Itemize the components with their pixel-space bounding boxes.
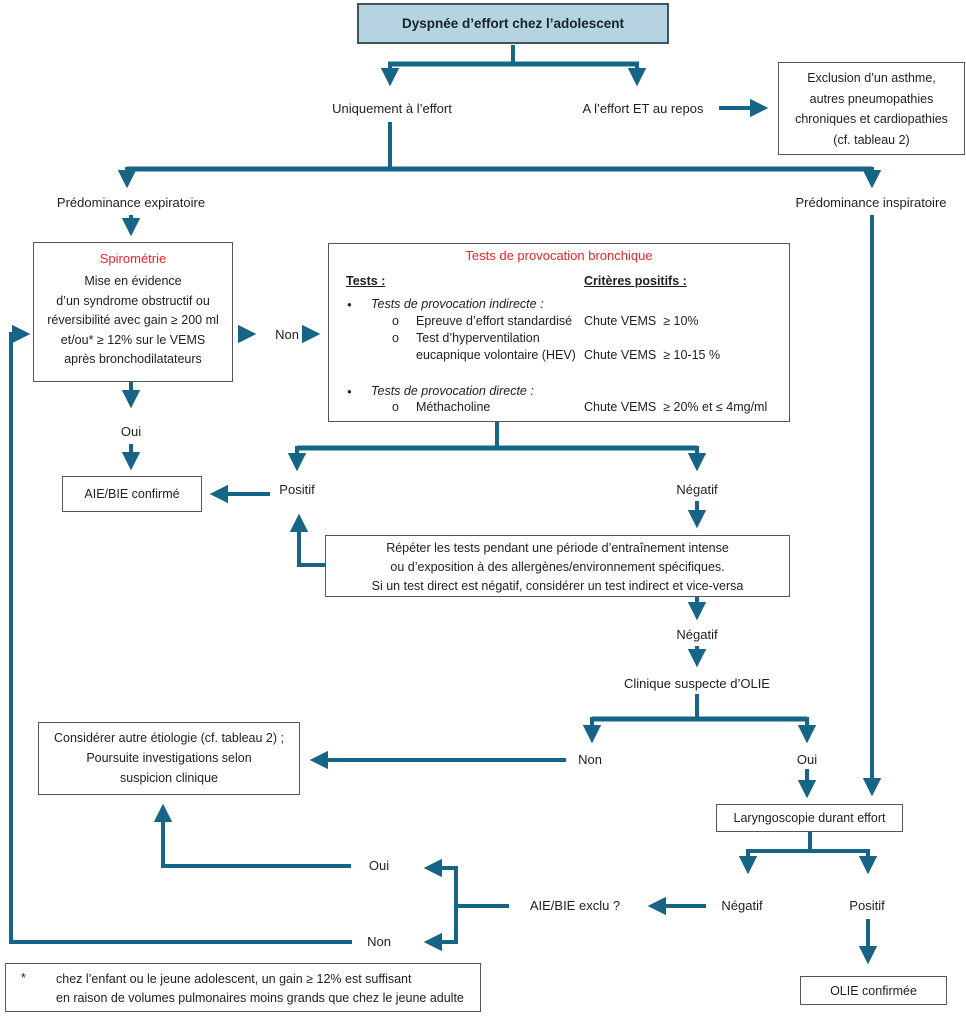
sub-bullet-icon: o [392,314,399,328]
label-non-clinique: Non [578,752,602,767]
text-line: autres pneumopathies [809,91,934,106]
text-line: chroniques et cardiopathies [795,112,948,126]
tests-provocation-box: Tests de provocation bronchique Tests : … [328,243,790,422]
tests-title: Tests de provocation bronchique [465,248,653,263]
label-positif-laryngo: Positif [849,898,885,913]
text-line: Si un test direct est négatif, considére… [371,579,744,593]
connector-oui3-to-considerer [153,803,351,868]
exclusion-asthme-box: Exclusion d’un asthme, autres pneumopath… [778,62,965,155]
label-oui-clinique: Oui [796,752,818,767]
text-line: Exclusion d’un asthme, [807,71,936,85]
repeter-tests-box: Répéter les tests pendant une période d’… [325,535,790,597]
text-line: Considérer autre étiologie (cf. tableau … [54,731,284,745]
label-negatif-repeter: Négatif [676,627,718,642]
aie-bie-confirme-text: AIE/BIE confirmé [84,487,180,501]
text-line: Répéter les tests pendant une période d’… [386,541,729,555]
connector-repeter-to-positif [289,513,329,567]
title-box: Dyspnée d’effort chez l’adolescent [357,3,669,44]
text-line: réversibilité avec gain ≥ 200 ml [47,313,219,327]
footnote-box: * chez l’enfant ou le jeune adolescent, … [5,963,481,1012]
sub-bullet-icon: o [392,331,399,345]
criterion-vems-10-15: Chute VEMS ≥ 10-15 % [584,348,721,362]
laryngoscopie-text: Laryngoscopie durant effort [733,811,886,825]
spirometrie-box: Spirométrie Mise en évidence d’un syndro… [33,242,233,382]
tests-indirecte-label: Tests de provocation indirecte : [371,297,544,311]
label-positif-tests: Positif [279,482,315,497]
olie-confirmee-text: OLIE confirmée [830,983,917,998]
connector-feedback-loop [9,324,352,944]
label-pred-expiratoire: Prédominance expiratoire [56,195,206,210]
tests-col2-header: Critères positifs : [584,274,687,288]
tests-item-methacholine: Méthacholine [416,400,491,414]
label-negatif-laryngo: Négatif [721,898,763,913]
bullet-icon: ● [347,387,352,396]
label-uniquement-effort: Uniquement à l’effort [332,101,452,116]
tests-directe-label: Tests de provocation directe : [371,384,534,398]
spirometrie-body: Mise en évidence d’un syndrome obstructi… [34,272,232,370]
title-text: Dyspnée d’effort chez l’adolescent [401,16,625,31]
text-line: Mise en évidence [84,274,182,288]
label-pred-inspiratoire: Prédominance inspiratoire [795,195,947,210]
label-negatif-tests: Négatif [676,482,718,497]
text-line: d’un syndrome obstructif ou [56,293,210,308]
tests-item-hyperventilation: Test d’hyperventilation [416,331,540,345]
text-line: suspicion clinique [120,771,218,785]
olie-confirmee-box: OLIE confirmée [800,976,947,1005]
label-oui-spirometrie: Oui [120,424,142,439]
footnote-asterisk: * [21,971,26,985]
sub-bullet-icon: o [392,400,399,414]
criterion-vems-20: Chute VEMS ≥ 20% et ≤ 4mg/ml [584,400,768,414]
bullet-icon: ● [347,300,352,309]
label-clinique-olie: Clinique suspecte d’OLIE [624,676,770,691]
laryngoscopie-box: Laryngoscopie durant effort [716,804,903,832]
text-line: et/ou* ≥ 12% sur le VEMS [60,332,206,347]
text-line: après bronchodilatateurs [64,352,202,366]
considerer-etiologie-box: Considérer autre étiologie (cf. tableau … [38,722,300,795]
text-line: en raison de volumes pulmonaires moins g… [56,990,464,1005]
tests-item-hyperventilation-2: eucapnique volontaire (HEV) [416,348,576,362]
footnote-text: chez l’enfant ou le jeune adolescent, un… [56,970,464,1007]
tests-item-epreuve: Epreuve d’effort standardisé [416,314,573,328]
text-line: (cf. tableau 2) [833,132,910,147]
text-line: ou d’exposition à des allergènes/environ… [390,560,725,574]
label-non-spirometrie: Non [275,327,299,342]
criterion-vems-10: Chute VEMS ≥ 10% [584,314,699,328]
text-line: chez l’enfant ou le jeune adolescent, un… [56,972,412,986]
label-non-exclu: Non [367,934,391,949]
tests-col1-header: Tests : [346,274,386,288]
label-aie-bie-exclu: AIE/BIE exclu ? [529,898,621,913]
aie-bie-confirme-box: AIE/BIE confirmé [62,476,202,512]
label-effort-et-repos: A l’effort ET au repos [582,101,704,116]
spirometrie-title: Spirométrie [99,251,167,266]
text-line: Poursuite investigations selon [86,751,252,765]
label-oui-exclu: Oui [368,858,390,873]
